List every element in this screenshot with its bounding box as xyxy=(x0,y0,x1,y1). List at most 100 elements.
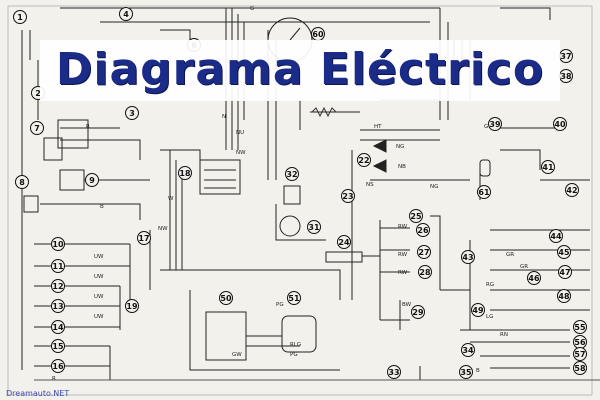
wire-label: NW xyxy=(236,150,246,156)
wire-label: RLG xyxy=(290,342,301,348)
component-marker-17: 17 xyxy=(137,231,151,245)
component-number: 55 xyxy=(574,323,586,332)
component-number: 60 xyxy=(312,30,324,39)
component-number: 38 xyxy=(560,72,572,81)
component-number: 12 xyxy=(52,282,63,291)
component-circle xyxy=(477,185,491,199)
component-circle xyxy=(416,223,430,237)
wire-label: RW xyxy=(398,224,408,230)
component-circle xyxy=(573,347,587,361)
component-marker-25: 25 xyxy=(409,209,423,223)
component-circle xyxy=(51,320,65,334)
component-marker-26: 26 xyxy=(416,223,430,237)
component-number: 17 xyxy=(138,234,149,243)
component-number: 44 xyxy=(550,232,562,241)
component-marker-56: 56 xyxy=(573,335,587,349)
wire-label: G xyxy=(250,6,254,12)
component-circle xyxy=(307,220,321,234)
component-marker-4: 4 xyxy=(119,7,133,21)
title-banner: Diagrama Eléctrico xyxy=(0,38,600,102)
component-marker-48: 48 xyxy=(557,289,571,303)
component-marker-24: 24 xyxy=(337,235,351,249)
wire-label: GR xyxy=(506,252,514,258)
component-number: 32 xyxy=(286,170,297,179)
component-number: 35 xyxy=(460,368,472,377)
component-marker-40: 40 xyxy=(553,117,567,131)
component-marker-44: 44 xyxy=(549,229,563,243)
wire-label: RW xyxy=(398,252,408,258)
wire-label: G xyxy=(484,124,488,130)
component-marker-42: 42 xyxy=(565,183,579,197)
component-circle xyxy=(51,299,65,313)
component-marker-11: 11 xyxy=(51,259,65,273)
component-marker-8: 8 xyxy=(15,175,29,189)
component-marker-49: 49 xyxy=(471,303,485,317)
component-number: 39 xyxy=(489,120,501,129)
component-number: 15 xyxy=(52,342,64,351)
wire-label: W xyxy=(168,196,174,202)
component-number: 56 xyxy=(574,338,586,347)
component-circle xyxy=(337,235,351,249)
component-circle xyxy=(557,289,571,303)
wire-label: R xyxy=(52,376,56,382)
wire-label: NS xyxy=(366,182,374,188)
wire-label: NG xyxy=(430,184,438,190)
component-marker-23: 23 xyxy=(341,189,355,203)
wire-label: B xyxy=(476,368,480,374)
component-number: 10 xyxy=(52,240,64,249)
component-number: 18 xyxy=(179,169,191,178)
component-marker-43: 43 xyxy=(461,250,475,264)
component-circle xyxy=(417,245,431,259)
component-number: 47 xyxy=(559,268,570,277)
component-circle xyxy=(565,183,579,197)
component-circle xyxy=(461,250,475,264)
component-circle xyxy=(85,173,99,187)
component-number: 40 xyxy=(554,120,566,129)
component-circle xyxy=(341,189,355,203)
wire-label: UW xyxy=(94,274,104,280)
component-number: 46 xyxy=(528,274,540,283)
component-number: 42 xyxy=(566,186,577,195)
component-marker-18: 18 xyxy=(178,166,192,180)
component-circle xyxy=(387,365,401,379)
component-circle xyxy=(573,361,587,375)
watermark: Dreamauto.NET xyxy=(6,389,70,398)
component-number: 13 xyxy=(52,302,63,311)
wire-label: BW xyxy=(402,302,412,308)
component-number: 57 xyxy=(574,350,585,359)
component-circle xyxy=(527,271,541,285)
component-number: 22 xyxy=(358,156,369,165)
component-marker-31: 31 xyxy=(307,220,321,234)
component-marker-19: 19 xyxy=(125,299,139,313)
component-circle xyxy=(573,320,587,334)
component-number: 28 xyxy=(419,268,431,277)
component-number: 7 xyxy=(34,124,40,133)
component-markers: 1466037382373940221832418923614231252617… xyxy=(13,7,587,379)
wire-label: GR xyxy=(520,264,528,270)
component-number: 26 xyxy=(417,226,429,235)
wire-label: N xyxy=(222,114,226,120)
component-number: 37 xyxy=(560,52,571,61)
component-number: 1 xyxy=(17,13,23,22)
component-marker-45: 45 xyxy=(557,245,571,259)
component-circle xyxy=(409,209,423,223)
component-marker-57: 57 xyxy=(573,347,587,361)
component-marker-7: 7 xyxy=(30,121,44,135)
component-number: 51 xyxy=(288,294,300,303)
component-marker-9: 9 xyxy=(85,173,99,187)
component-number: 49 xyxy=(472,306,484,315)
component-circle xyxy=(411,305,425,319)
wire-label: UW xyxy=(94,294,104,300)
component-circle xyxy=(51,279,65,293)
component-circle xyxy=(15,175,29,189)
wire-label: RN xyxy=(500,332,508,338)
component-number: 19 xyxy=(126,302,138,311)
wire-label: NW xyxy=(158,226,168,232)
component-circle xyxy=(471,303,485,317)
component-marker-13: 13 xyxy=(51,299,65,313)
wire-label: NG xyxy=(396,144,404,150)
component-circle xyxy=(549,229,563,243)
wire-label: UW xyxy=(94,254,104,260)
